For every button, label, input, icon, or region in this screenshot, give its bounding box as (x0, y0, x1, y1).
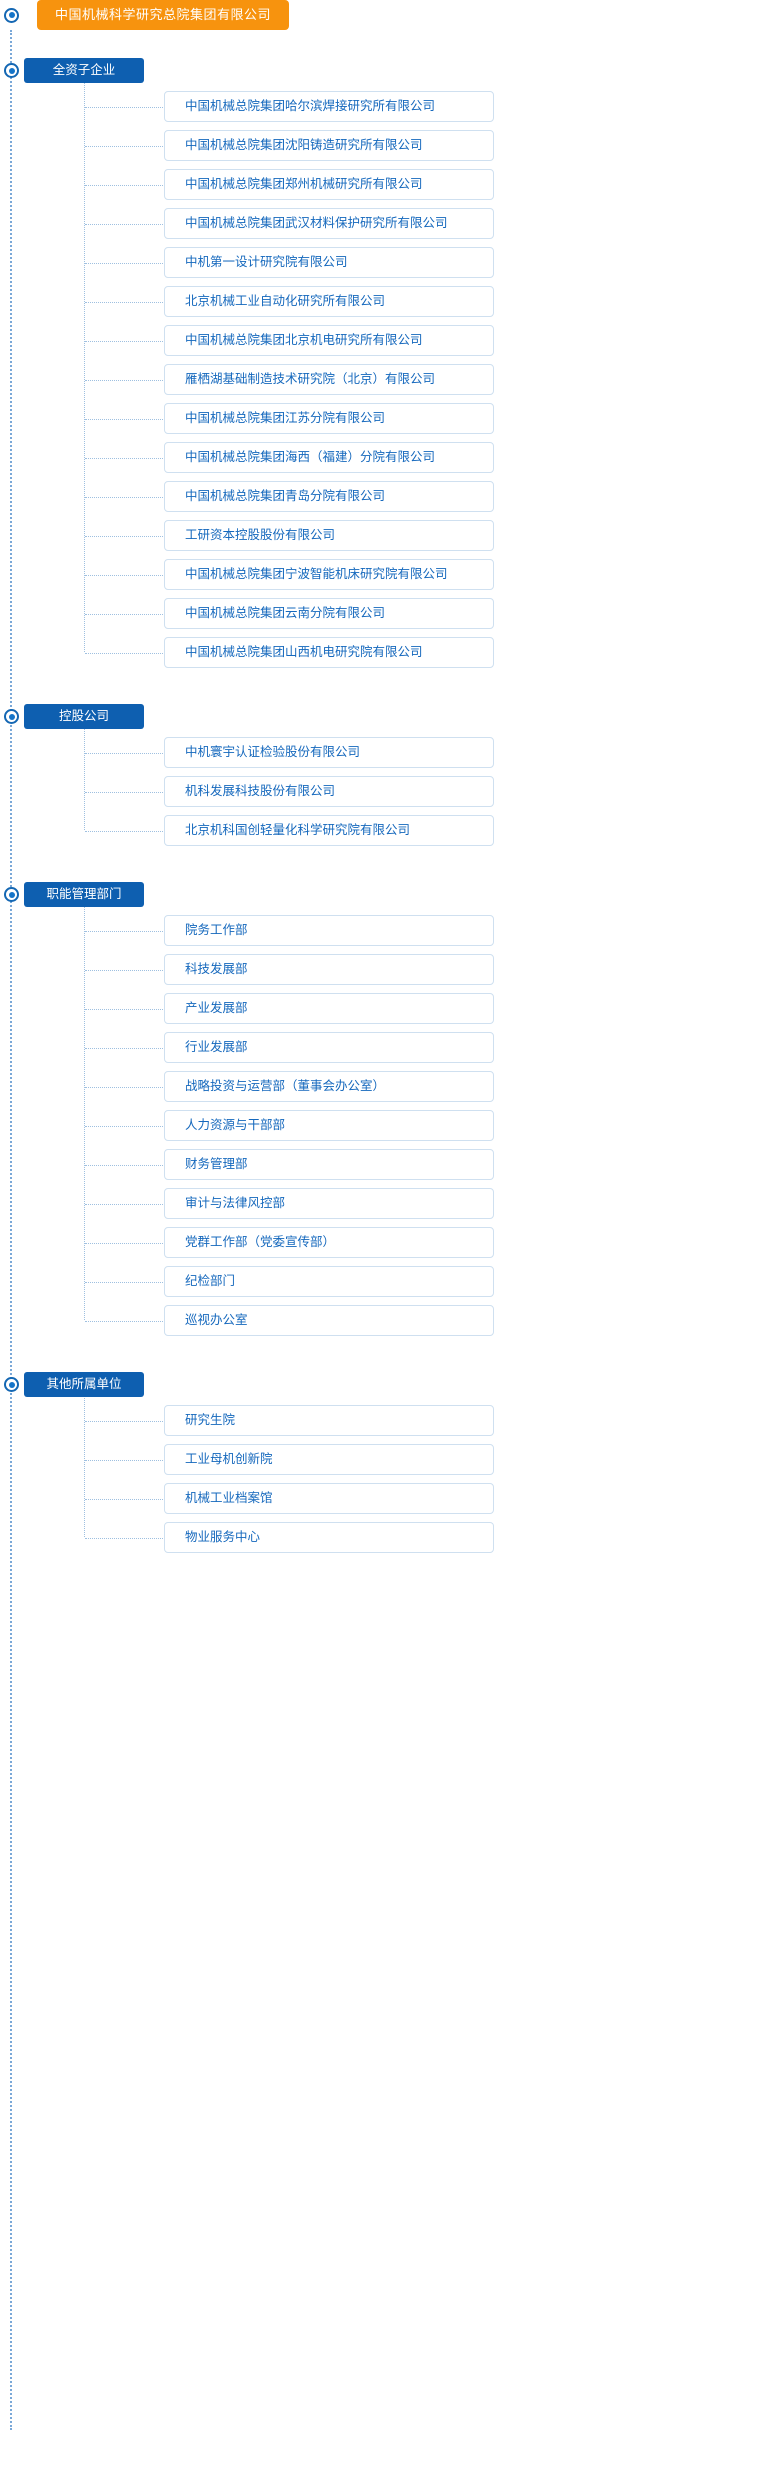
leaf-row: 行业发展部 (0, 1032, 779, 1063)
leaf-row: 巡视办公室 (0, 1305, 779, 1336)
org-unit-item[interactable]: 院务工作部 (164, 915, 494, 946)
leaf-row: 北京机科国创轻量化科学研究院有限公司 (0, 815, 779, 846)
leaf-row: 财务管理部 (0, 1149, 779, 1180)
leaf-row: 工研资本控股股份有限公司 (0, 520, 779, 551)
leaf-row: 中国机械总院集团青岛分院有限公司 (0, 481, 779, 512)
group-label-row: 控股公司 (0, 704, 779, 729)
org-unit-item[interactable]: 中国机械总院集团哈尔滨焊接研究所有限公司 (164, 91, 494, 122)
group-block: 全资子企业中国机械总院集团哈尔滨焊接研究所有限公司中国机械总院集团沈阳铸造研究所… (0, 30, 779, 676)
org-unit-item[interactable]: 工业母机创新院 (164, 1444, 494, 1475)
org-unit-item[interactable]: 审计与法律风控部 (164, 1188, 494, 1219)
org-unit-item[interactable]: 中国机械总院集团宁波智能机床研究院有限公司 (164, 559, 494, 590)
group-label-1[interactable]: 控股公司 (24, 704, 144, 729)
org-unit-item[interactable]: 科技发展部 (164, 954, 494, 985)
org-unit-item[interactable]: 北京机械工业自动化研究所有限公司 (164, 286, 494, 317)
leaf-row: 中国机械总院集团沈阳铸造研究所有限公司 (0, 130, 779, 161)
leaf-row: 中国机械总院集团哈尔滨焊接研究所有限公司 (0, 91, 779, 122)
leaf-row: 审计与法律风控部 (0, 1188, 779, 1219)
group-label-3[interactable]: 其他所属单位 (24, 1372, 144, 1397)
leaf-group: 研究生院工业母机创新院机械工业档案馆物业服务中心 (0, 1379, 779, 1553)
leaf-row: 中国机械总院集团武汉材料保护研究所有限公司 (0, 208, 779, 239)
org-unit-item[interactable]: 巡视办公室 (164, 1305, 494, 1336)
group-spacer (0, 846, 779, 854)
org-unit-item[interactable]: 战略投资与运营部（董事会办公室） (164, 1071, 494, 1102)
leaf-row: 纪检部门 (0, 1266, 779, 1297)
org-unit-item[interactable]: 中国机械总院集团武汉材料保护研究所有限公司 (164, 208, 494, 239)
group-label-0[interactable]: 全资子企业 (24, 58, 144, 83)
leaf-row: 科技发展部 (0, 954, 779, 985)
leaf-row: 中国机械总院集团郑州机械研究所有限公司 (0, 169, 779, 200)
org-unit-item[interactable]: 纪检部门 (164, 1266, 494, 1297)
group-spacer (0, 1336, 779, 1344)
org-unit-item[interactable]: 中机寰宇认证检验股份有限公司 (164, 737, 494, 768)
tree-spine (10, 30, 12, 2430)
org-unit-item[interactable]: 工研资本控股股份有限公司 (164, 520, 494, 551)
leaf-group: 院务工作部科技发展部产业发展部行业发展部战略投资与运营部（董事会办公室） 人力资源… (0, 889, 779, 1336)
org-unit-item[interactable]: 中国机械总院集团江苏分院有限公司 (164, 403, 494, 434)
root-node-label[interactable]: 中国机械科学研究总院集团有限公司 (37, 0, 290, 30)
group-bullet-icon (4, 1377, 19, 1392)
group-bullet-icon (4, 63, 19, 78)
org-unit-item[interactable]: 行业发展部 (164, 1032, 494, 1063)
org-unit-item[interactable]: 产业发展部 (164, 993, 494, 1024)
leaf-row: 战略投资与运营部（董事会办公室） (0, 1071, 779, 1102)
org-unit-item[interactable]: 物业服务中心 (164, 1522, 494, 1553)
org-unit-item[interactable]: 机械工业档案馆 (164, 1483, 494, 1514)
org-unit-item[interactable]: 北京机科国创轻量化科学研究院有限公司 (164, 815, 494, 846)
leaf-group: 中国机械总院集团哈尔滨焊接研究所有限公司中国机械总院集团沈阳铸造研究所有限公司中… (0, 65, 779, 668)
org-unit-item[interactable]: 中国机械总院集团郑州机械研究所有限公司 (164, 169, 494, 200)
group-block: 控股公司中机寰宇认证检验股份有限公司机科发展科技股份有限公司北京机科国创轻量化科… (0, 676, 779, 854)
leaf-row: 院务工作部 (0, 915, 779, 946)
leaf-group: 中机寰宇认证检验股份有限公司机科发展科技股份有限公司北京机科国创轻量化科学研究院… (0, 711, 779, 846)
leaf-row: 中国机械总院集团海西（福建）分院有限公司 (0, 442, 779, 473)
group-spacer (0, 854, 779, 882)
group-label-2[interactable]: 职能管理部门 (24, 882, 144, 907)
leaf-row: 工业母机创新院 (0, 1444, 779, 1475)
org-unit-item[interactable]: 财务管理部 (164, 1149, 494, 1180)
leaf-row: 中机第一设计研究院有限公司 (0, 247, 779, 278)
org-unit-item[interactable]: 机科发展科技股份有限公司 (164, 776, 494, 807)
leaf-row: 机科发展科技股份有限公司 (0, 776, 779, 807)
org-unit-item[interactable]: 中国机械总院集团沈阳铸造研究所有限公司 (164, 130, 494, 161)
group-block: 其他所属单位研究生院工业母机创新院机械工业档案馆物业服务中心 (0, 1344, 779, 1561)
group-spacer (0, 30, 779, 58)
org-unit-item[interactable]: 研究生院 (164, 1405, 494, 1436)
leaf-row: 中国机械总院集团云南分院有限公司 (0, 598, 779, 629)
org-unit-item[interactable]: 中机第一设计研究院有限公司 (164, 247, 494, 278)
leaf-row: 人力资源与干部部 (0, 1110, 779, 1141)
leaf-row: 雁栖湖基础制造技术研究院（北京）有限公司 (0, 364, 779, 395)
org-unit-item[interactable]: 人力资源与干部部 (164, 1110, 494, 1141)
group-spacer (0, 676, 779, 704)
group-bullet-icon (4, 709, 19, 724)
group-label-row: 职能管理部门 (0, 882, 779, 907)
leaf-row: 产业发展部 (0, 993, 779, 1024)
leaf-row: 中国机械总院集团宁波智能机床研究院有限公司 (0, 559, 779, 590)
org-unit-item[interactable]: 党群工作部（党委宣传部） (164, 1227, 494, 1258)
group-spacer (0, 1553, 779, 1561)
leaf-row: 中机寰宇认证检验股份有限公司 (0, 737, 779, 768)
org-unit-item[interactable]: 中国机械总院集团海西（福建）分院有限公司 (164, 442, 494, 473)
leaf-row: 北京机械工业自动化研究所有限公司 (0, 286, 779, 317)
group-label-row: 其他所属单位 (0, 1372, 779, 1397)
leaf-row: 党群工作部（党委宣传部） (0, 1227, 779, 1258)
group-label-row: 全资子企业 (0, 58, 779, 83)
group-bullet-icon (4, 887, 19, 902)
group-spacer (0, 1344, 779, 1372)
org-unit-item[interactable]: 雁栖湖基础制造技术研究院（北京）有限公司 (164, 364, 494, 395)
org-unit-item[interactable]: 中国机械总院集团青岛分院有限公司 (164, 481, 494, 512)
group-block: 职能管理部门院务工作部科技发展部产业发展部行业发展部战略投资与运营部（董事会办公… (0, 854, 779, 1344)
org-unit-item[interactable]: 中国机械总院集团山西机电研究院有限公司 (164, 637, 494, 668)
org-unit-item[interactable]: 中国机械总院集团云南分院有限公司 (164, 598, 494, 629)
group-spacer (0, 668, 779, 676)
root-bullet-icon (4, 7, 19, 23)
leaf-row: 中国机械总院集团北京机电研究所有限公司 (0, 325, 779, 356)
org-unit-item[interactable]: 中国机械总院集团北京机电研究所有限公司 (164, 325, 494, 356)
leaf-row: 机械工业档案馆 (0, 1483, 779, 1514)
root-node-row: 中国机械科学研究总院集团有限公司 (0, 0, 779, 30)
groups-container: 全资子企业中国机械总院集团哈尔滨焊接研究所有限公司中国机械总院集团沈阳铸造研究所… (0, 30, 779, 1561)
leaf-row: 中国机械总院集团山西机电研究院有限公司 (0, 637, 779, 668)
leaf-row: 研究生院 (0, 1405, 779, 1436)
leaf-row: 物业服务中心 (0, 1522, 779, 1553)
leaf-row: 中国机械总院集团江苏分院有限公司 (0, 403, 779, 434)
